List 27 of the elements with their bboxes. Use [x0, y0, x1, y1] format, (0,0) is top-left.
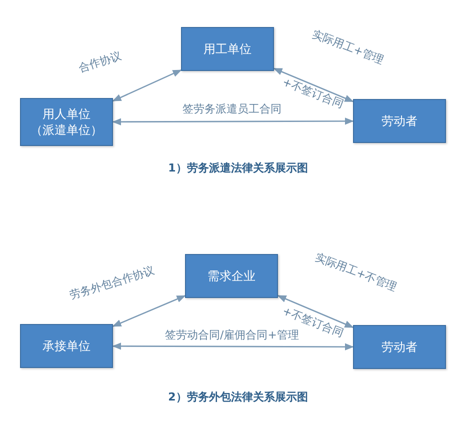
edge-label: 签劳动合同/雇佣合同+管理: [165, 328, 299, 342]
box-label: 承接单位: [42, 338, 90, 354]
double-arrow: [112, 295, 186, 327]
box-label: 用工单位: [204, 40, 252, 58]
diagram-caption: 2）劳务外包法律关系展示图: [168, 390, 308, 404]
edge-label: 劳务外包合作协议: [68, 262, 156, 304]
entity-box: [20, 98, 113, 146]
box-label: 劳动者: [382, 112, 418, 130]
box-label: 用人单位（派遣单位）: [30, 106, 104, 138]
double-arrow: [273, 68, 354, 102]
entity-box: [353, 99, 446, 143]
edge-label: 实际用工+管理: [310, 26, 386, 68]
double-arrow: [112, 70, 182, 102]
double-arrow: [277, 295, 354, 328]
double-arrow: [112, 342, 354, 350]
entity-box: [20, 324, 113, 368]
entity-box: [185, 254, 278, 298]
box-label: 需求企业: [208, 268, 256, 284]
entity-box: [353, 325, 446, 369]
edge-label: 合作协议: [76, 48, 124, 76]
box-label: 劳动者: [382, 338, 418, 356]
entity-box: [181, 27, 274, 71]
edge-label: 签劳务派遣员工合同: [182, 102, 282, 116]
edge-label: 实际用工+不管理: [313, 250, 399, 294]
note-label: +不签订合同: [280, 74, 346, 112]
double-arrow: [112, 118, 354, 126]
diagram-caption: 1）劳务派遣法律关系展示图: [168, 160, 308, 176]
